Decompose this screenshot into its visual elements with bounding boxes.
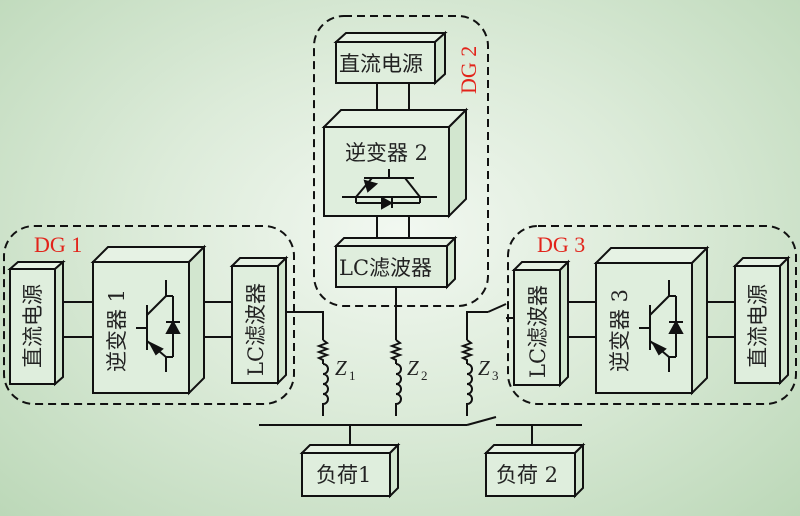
- impedance-z3: Z 3: [460, 339, 499, 416]
- dg1-filter-block: LC滤波器: [229, 255, 289, 386]
- z1-subscript: 1: [349, 368, 356, 383]
- dg3-label: DG 3: [537, 232, 585, 257]
- dg2-filter-label: LC滤波器: [339, 256, 432, 280]
- igbt-icon: [342, 169, 437, 210]
- switch-icon: [487, 303, 514, 319]
- dg2-dc-source-block: 直流电源: [333, 30, 448, 86]
- load-2-block: 负荷 2: [483, 442, 586, 499]
- dg3-feeder: [466, 311, 488, 340]
- dg2-inverter-label: 逆变器 2: [345, 141, 428, 165]
- dg2-label: DG 2: [456, 46, 481, 94]
- load-2-label: 负荷 2: [496, 463, 558, 487]
- dg2-filter-block: LC滤波器: [333, 235, 458, 290]
- inductor-icon: [466, 363, 473, 416]
- igbt-icon: [639, 280, 684, 372]
- dg1-inverter-label: 逆变器 1: [105, 289, 129, 372]
- impedance-z2: Z 2: [389, 339, 428, 416]
- z3-symbol: Z: [478, 356, 490, 380]
- dg1-feeder: [286, 311, 324, 340]
- z1-symbol: Z: [335, 356, 347, 380]
- dg1-dc-source-block: 直流电源: [7, 259, 66, 387]
- inductor-icon: [322, 363, 329, 416]
- impedance-z1: Z 1: [316, 339, 356, 416]
- z2-subscript: 2: [421, 368, 428, 383]
- dg3-inverter-block: 逆变器 3: [593, 245, 710, 396]
- dg3-filter-block: LC滤波器: [511, 259, 571, 388]
- bus-switch-icon: [466, 416, 497, 426]
- inductor-icon: [395, 363, 402, 416]
- dg3-dc-source-block: 直流电源: [732, 255, 791, 386]
- load-1-label: 负荷1: [316, 463, 371, 487]
- dg3-inverter-label: 逆变器 3: [608, 289, 632, 372]
- z3-subscript: 3: [492, 368, 499, 383]
- dg1-inverter-block: 逆变器 1: [90, 244, 207, 396]
- dg2-inverter-block: 逆变器 2: [321, 107, 469, 219]
- dg2-group-outline: [313, 15, 489, 307]
- dg3-dc-source-label: 直流电源: [746, 284, 770, 368]
- dg3-group-outline: [507, 225, 797, 405]
- igbt-icon: [136, 280, 181, 372]
- dg3-filter-label: LC滤波器: [526, 285, 550, 378]
- dg1-filter-label: LC滤波器: [244, 283, 268, 376]
- dg2-dc-source-label: 直流电源: [339, 52, 423, 76]
- z2-symbol: Z: [407, 356, 419, 380]
- dg1-dc-source-label: 直流电源: [21, 284, 45, 368]
- load-1-block: 负荷1: [299, 442, 401, 499]
- dg1-label: DG 1: [34, 232, 82, 257]
